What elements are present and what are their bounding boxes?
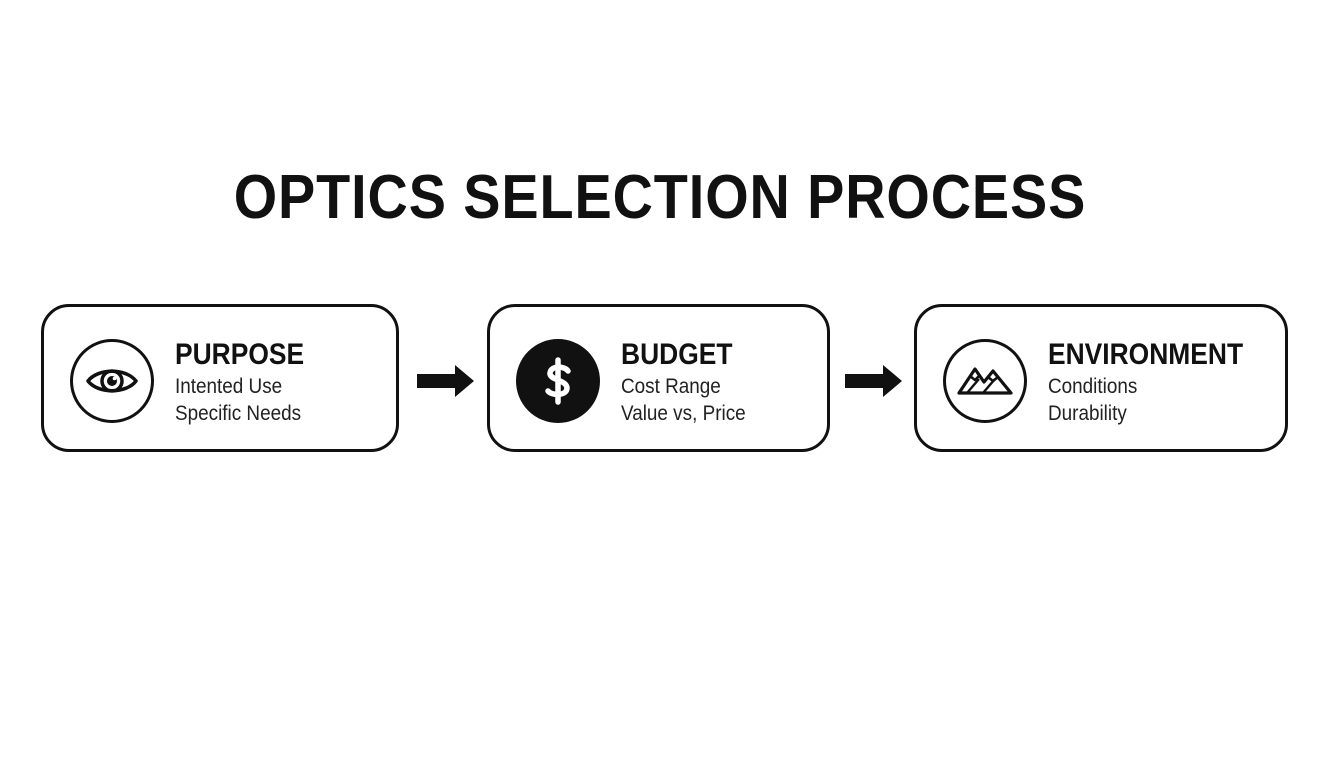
step-heading: PURPOSE: [175, 338, 305, 371]
dollar-icon: [516, 339, 600, 423]
eye-icon: [70, 339, 154, 423]
step-detail: Specific Needs: [175, 402, 302, 425]
step-card-purpose: PURPOSE Intented Use Specific Needs: [41, 304, 399, 452]
step-heading: ENVIRONMENT: [1048, 338, 1244, 371]
page-title: OPTICS SELECTION PROCESS: [233, 163, 1087, 232]
arrow-right-icon: [845, 365, 902, 397]
step-card-budget: BUDGET Cost Range Value vs, Price: [487, 304, 830, 452]
mountain-icon: [943, 339, 1027, 423]
step-text: PURPOSE Intented Use Specific Needs: [175, 337, 322, 427]
step-detail: Value vs, Price: [621, 402, 746, 425]
step-card-environment: ENVIRONMENT Conditions Durability: [914, 304, 1288, 452]
step-heading: BUDGET: [621, 338, 733, 371]
step-detail: Conditions: [1048, 375, 1138, 398]
arrow-right-icon: [417, 365, 474, 397]
step-detail: Cost Range: [621, 375, 721, 398]
step-detail: Intented Use: [175, 375, 283, 398]
step-detail: Durability: [1048, 402, 1127, 425]
step-text: ENVIRONMENT Conditions Durability: [1048, 337, 1270, 427]
step-text: BUDGET Cost Range Value vs, Price: [621, 337, 760, 427]
